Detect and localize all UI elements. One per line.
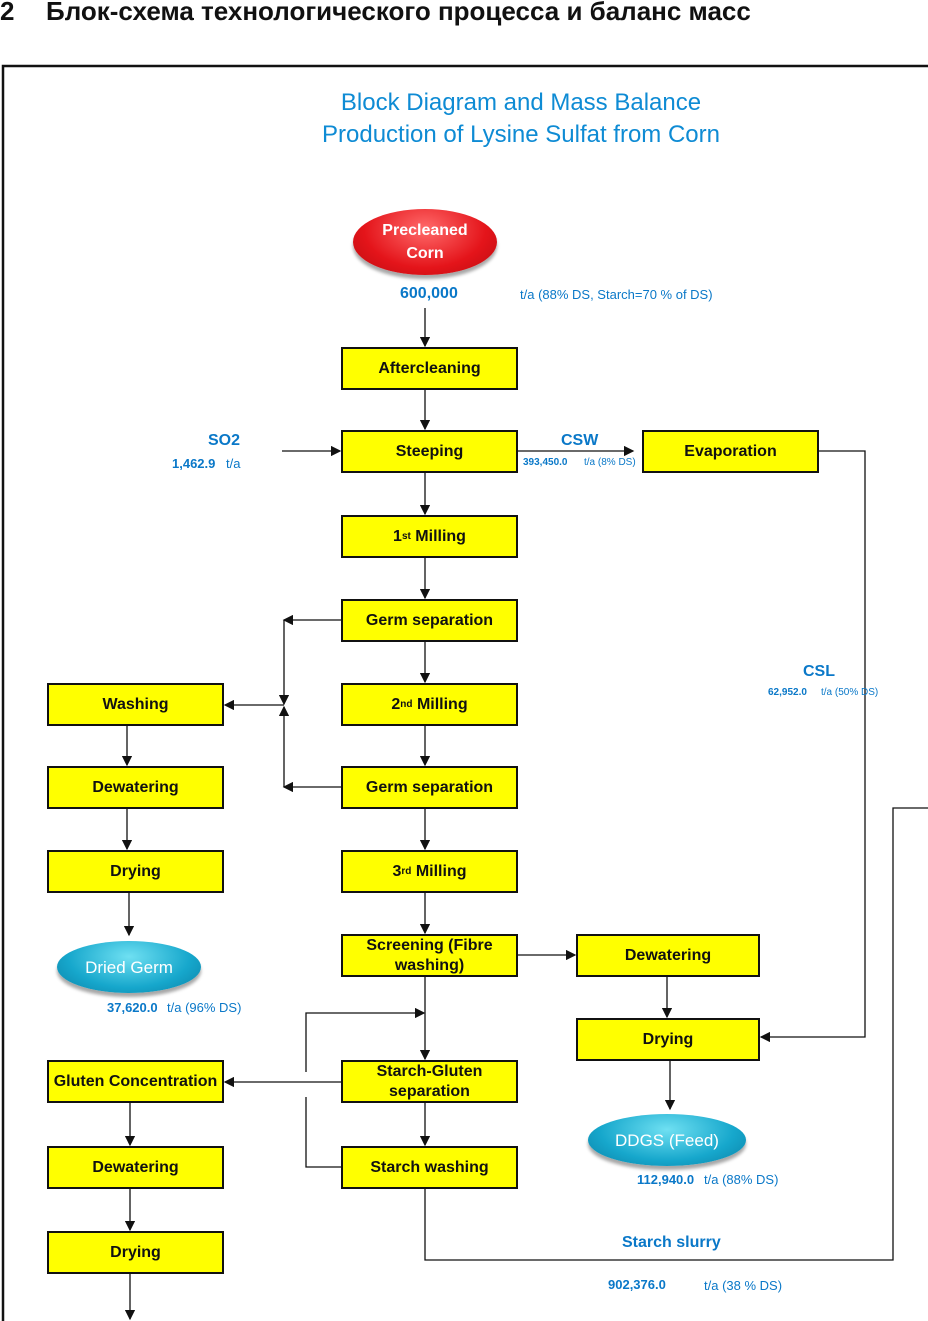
csl-label: CSL: [803, 663, 835, 680]
csl-unit: t/a (50% DS): [821, 687, 879, 698]
section-heading: 2 Блок-схема технологического процесса и …: [0, 0, 751, 27]
so2-unit: t/a: [226, 456, 241, 471]
gluten-dewatering-box: Dewatering: [47, 1146, 224, 1189]
steeping-box: Steeping: [341, 430, 518, 473]
evaporation-box: Evaporation: [642, 430, 819, 473]
input-unit: t/a (88% DS, Starch=70 % of DS): [520, 287, 713, 302]
ddgs-amount: 112,940.0: [637, 1172, 695, 1187]
section-title: Блок-схема технологического процесса и б…: [46, 0, 751, 26]
csw-label: CSW: [561, 432, 599, 449]
washing-box: Washing: [47, 683, 224, 726]
starch-slurry-unit: t/a (38 % DS): [704, 1278, 783, 1293]
fibre-drying-box: Drying: [576, 1018, 760, 1061]
csl-amount: 62,952.0: [768, 687, 807, 698]
section-number: 2: [0, 0, 15, 26]
germ-drying-box: Drying: [47, 850, 224, 893]
oval-label: Corn: [406, 245, 444, 262]
dried-germ-amount: 37,620.0: [107, 1000, 158, 1015]
ddgs-oval: DDGS (Feed): [588, 1114, 746, 1166]
gluten-concentration-box: Gluten Concentration: [47, 1060, 224, 1103]
diagram-title-line2: Production of Lysine Sulfat from Corn: [322, 121, 720, 148]
label: Milling: [412, 695, 468, 713]
ddgs-unit: t/a (88% DS): [704, 1172, 779, 1187]
ordinal: 3: [392, 862, 402, 880]
starch-gluten-separation-box: Starch-Gluten separation: [341, 1060, 518, 1103]
csw-unit: t/a (8% DS): [584, 457, 636, 468]
so2-label: SO2: [208, 432, 241, 449]
ordinal: 2: [391, 695, 401, 713]
screening-box: Screening (Fibre washing): [341, 934, 518, 977]
input-amount: 600,000: [400, 285, 458, 302]
germ-separation-1-box: Germ separation: [341, 599, 518, 642]
dried-germ-oval: Dried Germ: [57, 941, 201, 993]
starch-slurry-label: Starch slurry: [622, 1234, 721, 1251]
starch-washing-box: Starch washing: [341, 1146, 518, 1189]
aftercleaning-box: Aftercleaning: [341, 347, 518, 390]
label: Milling: [410, 527, 466, 545]
dried-germ-unit: t/a (96% DS): [167, 1000, 242, 1015]
label: Milling: [411, 862, 467, 880]
frame: [1, 64, 928, 1321]
csw-amount: 393,450.0: [523, 457, 568, 468]
gluten-drying-box: Drying: [47, 1231, 224, 1274]
oval-label: Precleaned: [382, 222, 468, 239]
fibre-dewatering-box: Dewatering: [576, 934, 760, 977]
ordinal: 1: [393, 527, 402, 545]
diagram-title-line1: Block Diagram and Mass Balance: [340, 89, 702, 116]
germ-separation-2-box: Germ separation: [341, 766, 518, 809]
so2-amount: 1,462.9: [172, 456, 216, 471]
starch-slurry-amount: 902,376.0: [608, 1277, 666, 1292]
germ-dewatering-box: Dewatering: [47, 766, 224, 809]
